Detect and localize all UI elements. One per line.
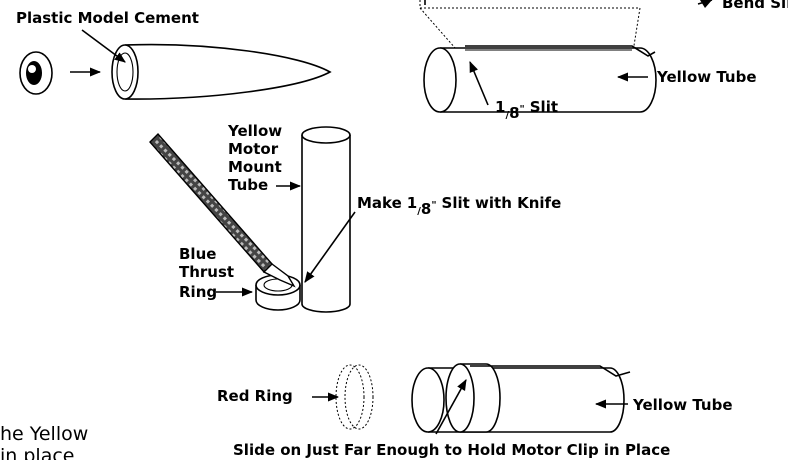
- cement-cap-icon: [19, 51, 53, 95]
- blue-thrust-label-3: Ring: [179, 283, 217, 301]
- slit-top-label: 1/8"Slit: [495, 98, 558, 122]
- motor-mount-label-2: Motor: [228, 140, 279, 158]
- red-ring-icon: [335, 364, 374, 430]
- yellow-motor-mount-tube-icon: [301, 126, 351, 313]
- yellow-tube-clip-group: Bend Slightly Yellow Tube 1/8"Slit: [419, 0, 788, 122]
- plastic-model-cement-label: Plastic Model Cement: [16, 9, 199, 27]
- yellow-tube-top-icon: [423, 47, 657, 113]
- cement-arrow: [81, 29, 126, 63]
- yellow-tube-top-label: Yellow Tube: [656, 68, 757, 86]
- yellow-tube-bottom-label: Yellow Tube: [632, 396, 733, 414]
- body-text-line-1: he Yellow: [0, 423, 88, 445]
- motor-mount-label-1: Yellow: [227, 122, 282, 140]
- yellow-tube-bottom-icon: [411, 363, 625, 433]
- body-text-fragment: he Yellow in place: [0, 423, 88, 460]
- clip-dotted-guide: [419, 0, 640, 9]
- blue-thrust-label-2: Thrust: [179, 263, 234, 281]
- body-text-line-2: in place: [0, 445, 74, 460]
- hobby-knife-icon: [149, 132, 296, 288]
- red-ring-label: Red Ring: [217, 387, 293, 405]
- red-ring-group: Red Ring Yellow Tube Slide on Just Far E…: [217, 363, 733, 459]
- nose-cone-icon: [111, 43, 332, 100]
- blue-thrust-label-1: Blue: [179, 245, 216, 263]
- motor-clip-bottom: [470, 365, 631, 377]
- motor-mount-label-4: Tube: [228, 176, 268, 194]
- motor-clip-top: [465, 45, 656, 57]
- nose-cone-group: Plastic Model Cement: [16, 9, 332, 100]
- motor-mount-group: Yellow Motor Mount Tube Blue Thrust Ring…: [149, 122, 561, 313]
- motor-mount-label-3: Mount: [228, 158, 282, 176]
- blue-thrust-ring-icon: [255, 274, 301, 311]
- slide-on-label: Slide on Just Far Enough to Hold Motor C…: [233, 441, 670, 459]
- bend-slightly-label: Bend Slightly: [722, 0, 788, 12]
